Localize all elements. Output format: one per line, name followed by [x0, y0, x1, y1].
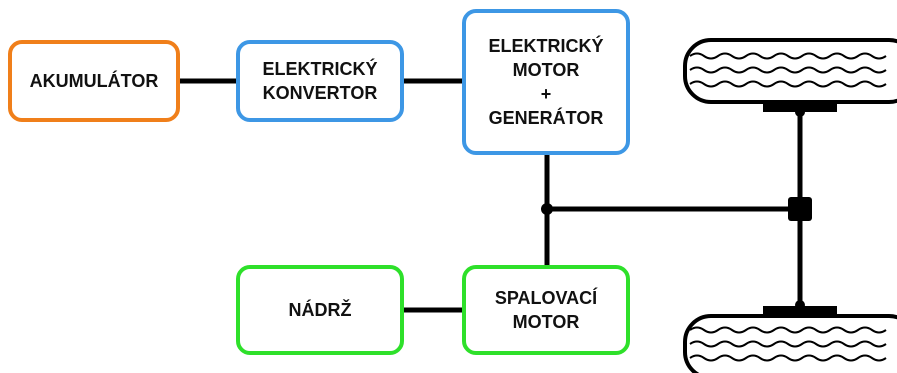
motor-gen-label-line1: ELEKTRICKÝ	[488, 36, 604, 56]
converter-label-line2: KONVERTOR	[262, 83, 378, 103]
electric-converter-box: ELEKTRICKÝ KONVERTOR	[236, 40, 404, 122]
combustion-label-line2: MOTOR	[512, 312, 580, 332]
motor-generator-box: ELEKTRICKÝ MOTOR + GENERÁTOR	[462, 9, 630, 155]
akumulator-label: AKUMULÁTOR	[29, 71, 159, 91]
motor-gen-label-line2: MOTOR	[512, 60, 580, 80]
axle-differential	[788, 197, 812, 221]
combustion-engine-box: SPALOVACÍ MOTOR	[462, 265, 630, 355]
motor-gen-label-line3: +	[540, 84, 552, 104]
junction-dot	[541, 203, 553, 215]
nadrz-label: NÁDRŽ	[288, 300, 352, 320]
motor-gen-label-line4: GENERÁTOR	[488, 108, 604, 128]
combustion-label-line1: SPALOVACÍ	[494, 288, 598, 308]
top-wheel	[683, 38, 897, 112]
fuel-tank-box: NÁDRŽ	[236, 265, 404, 355]
akumulator-box: AKUMULÁTOR	[8, 40, 180, 122]
bottom-wheel	[683, 306, 897, 373]
converter-label-line1: ELEKTRICKÝ	[262, 59, 378, 79]
